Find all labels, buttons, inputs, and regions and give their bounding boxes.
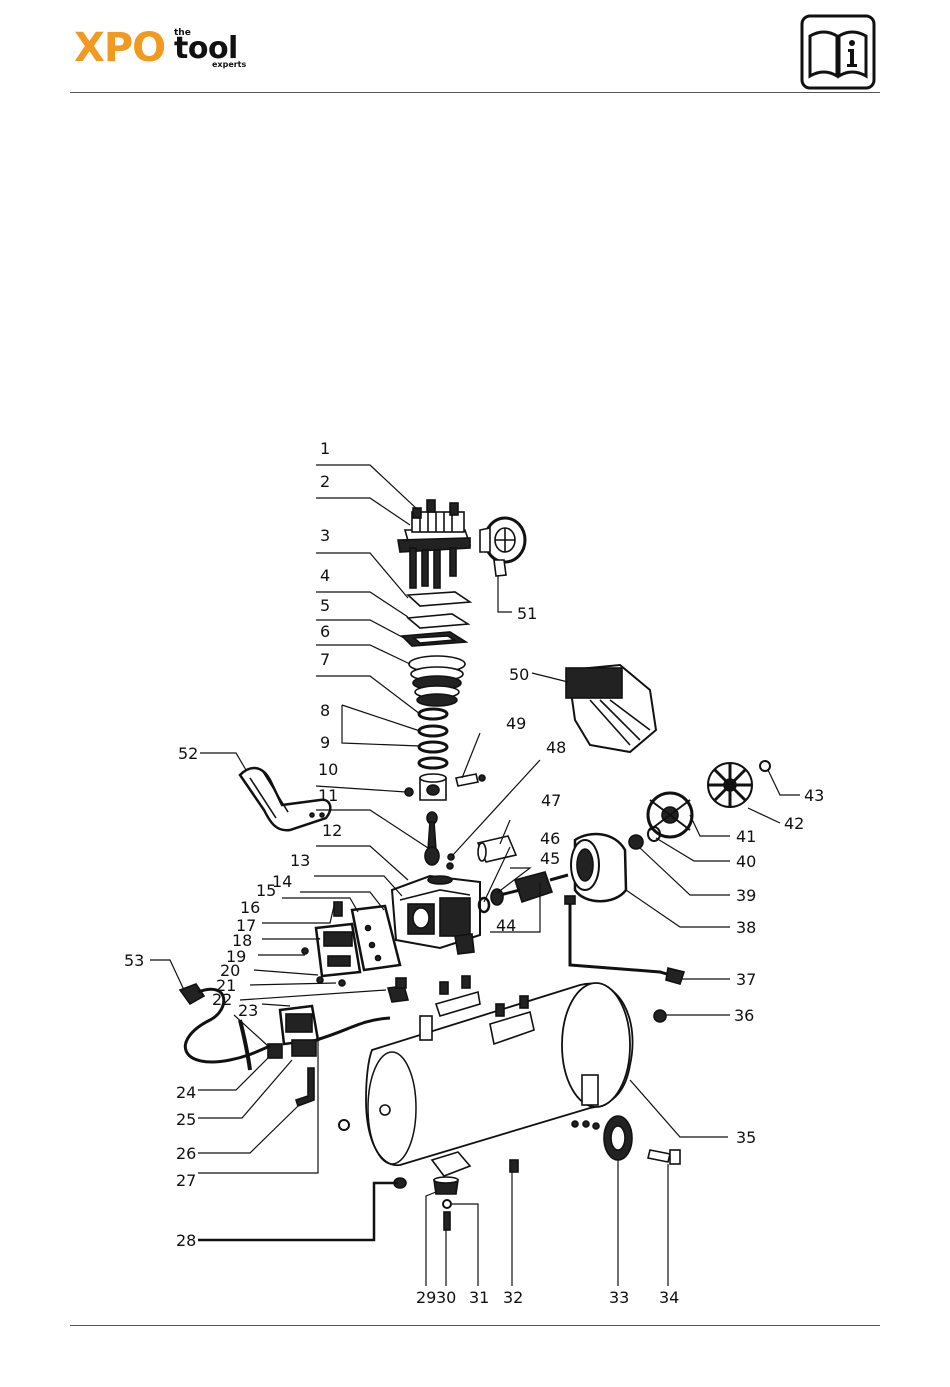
part-label: 45 [540, 849, 560, 868]
part-label: 6 [320, 622, 330, 641]
part-label: 12 [322, 821, 342, 840]
air-tank-part [366, 976, 633, 1176]
part-label: 34 [659, 1288, 679, 1307]
motor-end-shield [648, 793, 692, 841]
footer-rule [70, 1325, 880, 1326]
part-label: 7 [320, 650, 330, 669]
pressure-valve-block [302, 924, 360, 986]
part-label: 22 [212, 990, 232, 1009]
part-labels: 1 2 3 4 5 6 7 8 9 10 11 12 13 14 15 16 1… [124, 439, 824, 1307]
motor-bearing-part [629, 835, 643, 849]
part-label: 46 [540, 829, 560, 848]
cooling-fan-part [708, 761, 770, 807]
part-label: 37 [736, 970, 756, 989]
valve-plate-gaskets [402, 592, 470, 646]
outlet-fitting-part [388, 978, 408, 1002]
part-label: 39 [736, 886, 756, 905]
part-label: 10 [318, 760, 338, 779]
part-label: 36 [734, 1006, 754, 1025]
part-label: 13 [290, 851, 310, 870]
cylinder-part [409, 656, 465, 706]
part-label: 26 [176, 1144, 196, 1163]
part-label: 52 [178, 744, 198, 763]
part-label: 38 [736, 918, 756, 937]
part-label: 43 [804, 786, 824, 805]
part-label: 3 [320, 526, 330, 545]
part-label: 11 [318, 786, 338, 805]
part-label: 53 [124, 951, 144, 970]
crankcase-part [392, 876, 480, 954]
part-label: 32 [503, 1288, 523, 1307]
part-label: 50 [509, 665, 529, 684]
leader-lines [150, 465, 800, 1286]
part-label: 30 [436, 1288, 456, 1307]
part-label: 49 [506, 714, 526, 733]
delivery-tube-part [565, 896, 684, 984]
part-label: 31 [469, 1288, 489, 1307]
part-label: 9 [320, 733, 330, 752]
connecting-rod-part [425, 812, 454, 869]
handle-part [240, 768, 330, 830]
fan-shroud-part [566, 665, 656, 752]
part-label: 5 [320, 596, 330, 615]
part-label: 16 [240, 898, 260, 917]
part-label: 42 [784, 814, 804, 833]
part-label: 25 [176, 1110, 196, 1129]
cylinder-head-part [398, 500, 470, 588]
part-label: 8 [320, 701, 330, 720]
part-label: 41 [736, 827, 756, 846]
part-label: 28 [176, 1231, 196, 1250]
part-label: 47 [541, 791, 561, 810]
part-label: 29 [416, 1288, 436, 1307]
part-label: 4 [320, 566, 330, 585]
piston-rings [419, 709, 447, 768]
part-label: 2 [320, 472, 330, 491]
part-label: 51 [517, 604, 537, 623]
part-label: 48 [546, 738, 566, 757]
part-label: 44 [496, 916, 516, 935]
motor-stator-part [571, 834, 626, 901]
part-label: 27 [176, 1171, 196, 1190]
part-label: 40 [736, 852, 756, 871]
part-label: 23 [238, 1001, 258, 1020]
air-filter-part [480, 518, 525, 576]
piston-part [405, 774, 485, 800]
part-label: 35 [736, 1128, 756, 1147]
part-label: 1 [320, 439, 330, 458]
part-label: 33 [609, 1288, 629, 1307]
part-label: 24 [176, 1083, 196, 1102]
